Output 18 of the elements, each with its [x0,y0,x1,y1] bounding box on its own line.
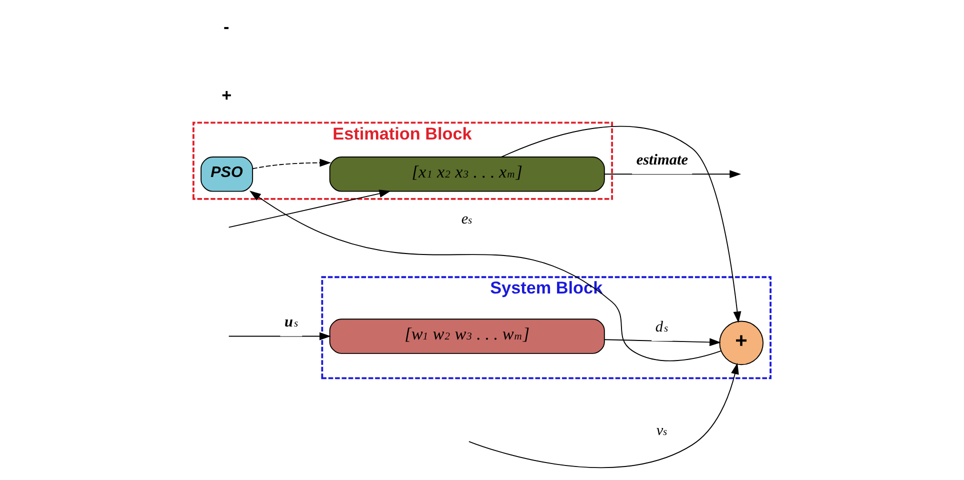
edge-label: vs [656,422,668,440]
edge-label: es [461,210,472,228]
arrow [228,190,391,228]
edge-label: estimate [636,151,688,168]
edge-label: us [284,314,298,331]
edge-label: ds [655,318,668,336]
arrow [501,126,742,323]
arrow [604,338,721,346]
arrow [252,158,332,170]
arrow [604,170,742,178]
label: - [223,16,230,36]
node-box: [w1 w2 w3 . . . wm] [329,318,605,354]
arrow [468,362,739,468]
label: + [222,85,232,106]
node-box: PSO [200,156,254,192]
arrow [249,190,722,362]
node-box: [x1 x2 x3 . . . xm] [329,156,605,192]
node-circle: + [719,320,764,366]
